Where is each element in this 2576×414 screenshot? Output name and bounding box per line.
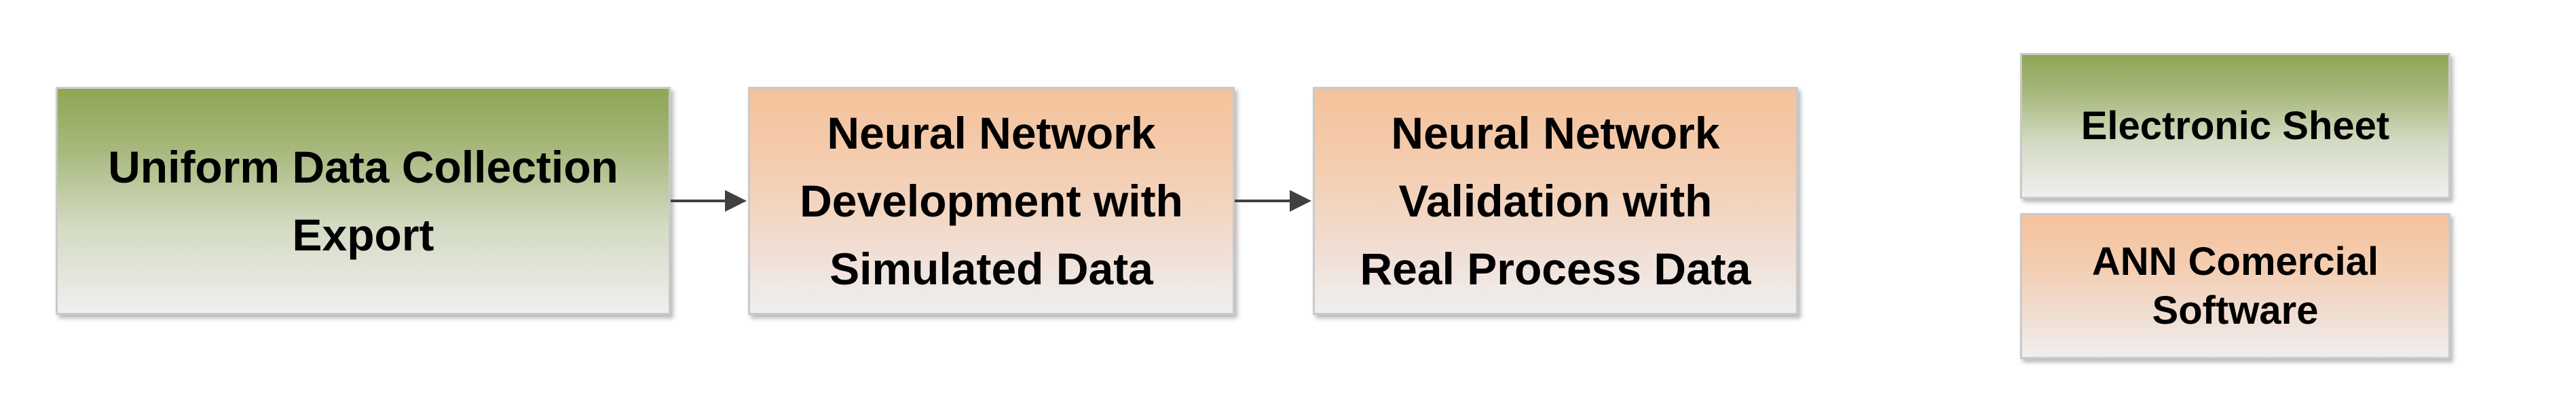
step-label: Neural Network Validation with Real Proc… <box>1360 108 1751 294</box>
arrow-step1-to-step2 <box>671 190 747 212</box>
step-uniform-data-collection-export: Uniform Data Collection Export <box>56 87 671 315</box>
legend-label: Electronic Sheet <box>2080 103 2390 148</box>
step-neural-network-development: Neural Network Development with Simulate… <box>748 87 1235 315</box>
step-label: Uniform Data Collection Export <box>108 142 618 260</box>
step-label: Neural Network Development with Simulate… <box>800 108 1183 294</box>
legend-electronic-sheet: Electronic Sheet <box>2020 53 2450 199</box>
legend-label: ANN Comercial Software <box>2091 239 2379 333</box>
step-neural-network-validation: Neural Network Validation with Real Proc… <box>1313 87 1798 315</box>
legend-ann-commercial-software: ANN Comercial Software <box>2020 213 2450 359</box>
arrow-step2-to-step3 <box>1235 190 1311 212</box>
